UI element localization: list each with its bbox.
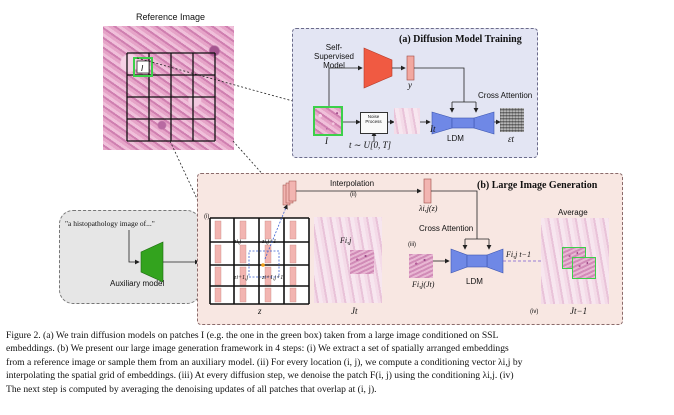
- F-Jt-label: Fi,j(Jt): [412, 280, 435, 289]
- patch-input-Fij-Jt: [409, 254, 433, 278]
- ldm-label-b: LDM: [466, 277, 483, 286]
- reference-image: [103, 26, 234, 150]
- I-label: I: [325, 136, 328, 146]
- interpolation-label: Interpolation: [330, 179, 375, 188]
- ssl-encoder-shape: [363, 47, 393, 89]
- panel-b-diagram: [209, 178, 578, 305]
- step-iii: (iii): [408, 242, 416, 248]
- average-label: Average: [558, 208, 588, 217]
- ssl-model-label: Self-Supervised Model: [313, 43, 355, 70]
- ldm-shape-b: [450, 248, 504, 274]
- y-label: y: [408, 80, 412, 90]
- ldm-label-a: LDM: [447, 134, 464, 143]
- auxiliary-model-shape: [140, 241, 164, 283]
- grid-label-zij1: zi,j+1: [262, 239, 277, 245]
- It-label: It: [430, 124, 436, 134]
- grid-label-zi1j1: zi+1,j+1: [262, 275, 284, 281]
- step-iv: (iv): [530, 309, 539, 315]
- caption-line: Figure 2. (a) We train diffusion models …: [6, 330, 499, 341]
- noise-process-box: [360, 112, 388, 134]
- reference-grid: I: [126, 52, 216, 142]
- Jt-label: Jt: [351, 306, 358, 316]
- caption-line: from a reference image or sample them fr…: [6, 356, 523, 368]
- svg-text:I: I: [141, 64, 144, 73]
- caption-line: The next step is computed by averaging t…: [6, 383, 377, 395]
- panel-a: [292, 28, 538, 158]
- eps-label: εt: [508, 134, 515, 144]
- panel-b-title: (b) Large Image Generation: [477, 180, 598, 191]
- F-t1-label: Fi,j t−1: [506, 250, 531, 259]
- z-label: z: [258, 306, 262, 316]
- step-i: (i): [204, 214, 210, 220]
- auxiliary-diagram: [128, 230, 199, 283]
- caption-line: interpolating the spatial grid of embedd…: [6, 370, 514, 382]
- noise-output: [500, 108, 524, 132]
- lambda-bar: [423, 178, 432, 204]
- caption-line: embeddings. (b) We present our large ima…: [6, 343, 509, 355]
- cross-attention-a: Cross Attention: [478, 91, 533, 100]
- overlap-patch: [572, 257, 596, 279]
- lambda-z-label: λi,j(z): [419, 204, 438, 213]
- auxiliary-label: Auxiliary model: [110, 279, 165, 288]
- grid-label-zij: zi,j: [234, 239, 242, 245]
- t-sample-label: t ∼ U[0, T]: [349, 140, 392, 150]
- input-patch-I: [313, 106, 343, 136]
- current-patch-Fij: [350, 250, 374, 274]
- figure-caption: Figure 2. (a) We train diffusion models …: [6, 329, 670, 396]
- embedding-y-bar: [406, 55, 415, 81]
- F-label: Fi,j: [340, 236, 352, 245]
- panel-a-title: (a) Diffusion Model Training: [399, 34, 522, 45]
- noise-process-label: Noise Process: [365, 114, 382, 124]
- panel-a-diagram: [328, 47, 501, 142]
- step-ii: (ii): [350, 192, 357, 198]
- embedding-stack: [282, 180, 297, 206]
- noisy-patch-It: [394, 108, 420, 134]
- embedding-grid: [209, 217, 310, 305]
- cross-attention-b: Cross Attention: [419, 224, 474, 233]
- grid-label-zi1j: zi+1,j: [234, 275, 249, 281]
- Jt1-label: Jt−1: [570, 306, 588, 316]
- reference-image-label: Reference Image: [136, 12, 206, 22]
- prompt-quote: "a histopathology image of...": [65, 219, 155, 228]
- auxiliary-panel: [59, 210, 201, 304]
